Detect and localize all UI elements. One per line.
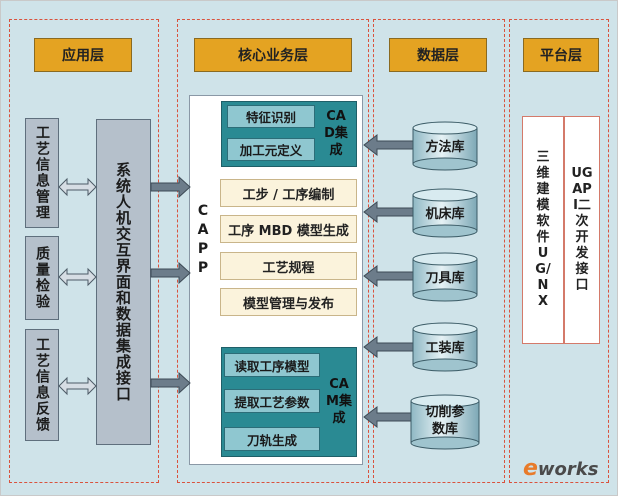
platform-layer-panel [509,19,609,483]
db-cylinder-method [412,121,478,171]
arrow-from-db-5 [363,405,414,429]
platform-layer-header: 平台层 [523,38,599,72]
db-cylinder-fixture [412,322,478,372]
db-label-method: 方法库 [425,140,465,155]
app-layer-header: 应用层 [34,38,132,72]
arrow-to-capp-2 [150,261,191,285]
db-cylinder-tool [412,252,478,302]
data-layer-header: 数据层 [389,38,487,72]
db-label-machine: 机床库 [425,207,465,222]
cad-integration-label: CAD集成 [324,108,348,158]
hmi-data-integration-interface: 系统人机交互界面和数据集成接口 [96,119,151,445]
cam-item-read-process-model: 读取工序模型 [224,353,320,377]
arrow-from-db-4 [363,335,414,359]
arrow-to-capp-1 [150,175,191,199]
app-layer-panel [9,19,159,483]
app-item-process-info-feedback: 工艺信息反馈 [25,329,59,441]
cad-item-machining-element-definition: 加工元定义 [227,138,315,161]
db-label-cutting-params: 切削参数库 [425,405,465,437]
step-process-compilation: 工步 / 工序编制 [220,179,357,207]
arrow-to-capp-3 [150,371,191,395]
double-arrow-2 [58,267,97,287]
eworks-watermark-logo: eworks [523,456,599,481]
arrow-from-db-3 [363,264,414,288]
process-specification: 工艺规程 [220,252,357,280]
core-layer-panel [177,19,369,483]
process-mbd-model-generation: 工序 MBD 模型生成 [220,215,357,243]
platform-ug-nx-software: 三维建模软件UG/NX [522,116,564,344]
db-cylinder-machine [412,188,478,238]
double-arrow-3 [58,376,97,396]
cam-item-toolpath-generation: 刀轨生成 [224,427,320,451]
arrow-from-db-2 [363,200,414,224]
cam-integration-label: CAM集成 [326,376,352,426]
arrow-from-db-1 [363,133,414,157]
db-label-fixture: 工装库 [425,341,465,356]
db-label-tool: 刀具库 [425,271,465,286]
cad-item-feature-recognition: 特征识别 [227,105,315,128]
model-management-release: 模型管理与发布 [220,288,357,316]
double-arrow-1 [58,177,97,197]
capp-label: CAPP [195,203,211,279]
data-layer-panel [373,19,505,483]
db-cylinder-cutting [410,394,480,450]
app-item-process-info-management: 工艺信息管理 [25,118,59,228]
cam-item-extract-process-params: 提取工艺参数 [224,389,320,413]
core-layer-header: 核心业务层 [194,38,352,72]
platform-ug-api-interface: UG API二次开发接口 [564,116,600,344]
app-item-quality-inspection: 质量检验 [25,236,59,320]
